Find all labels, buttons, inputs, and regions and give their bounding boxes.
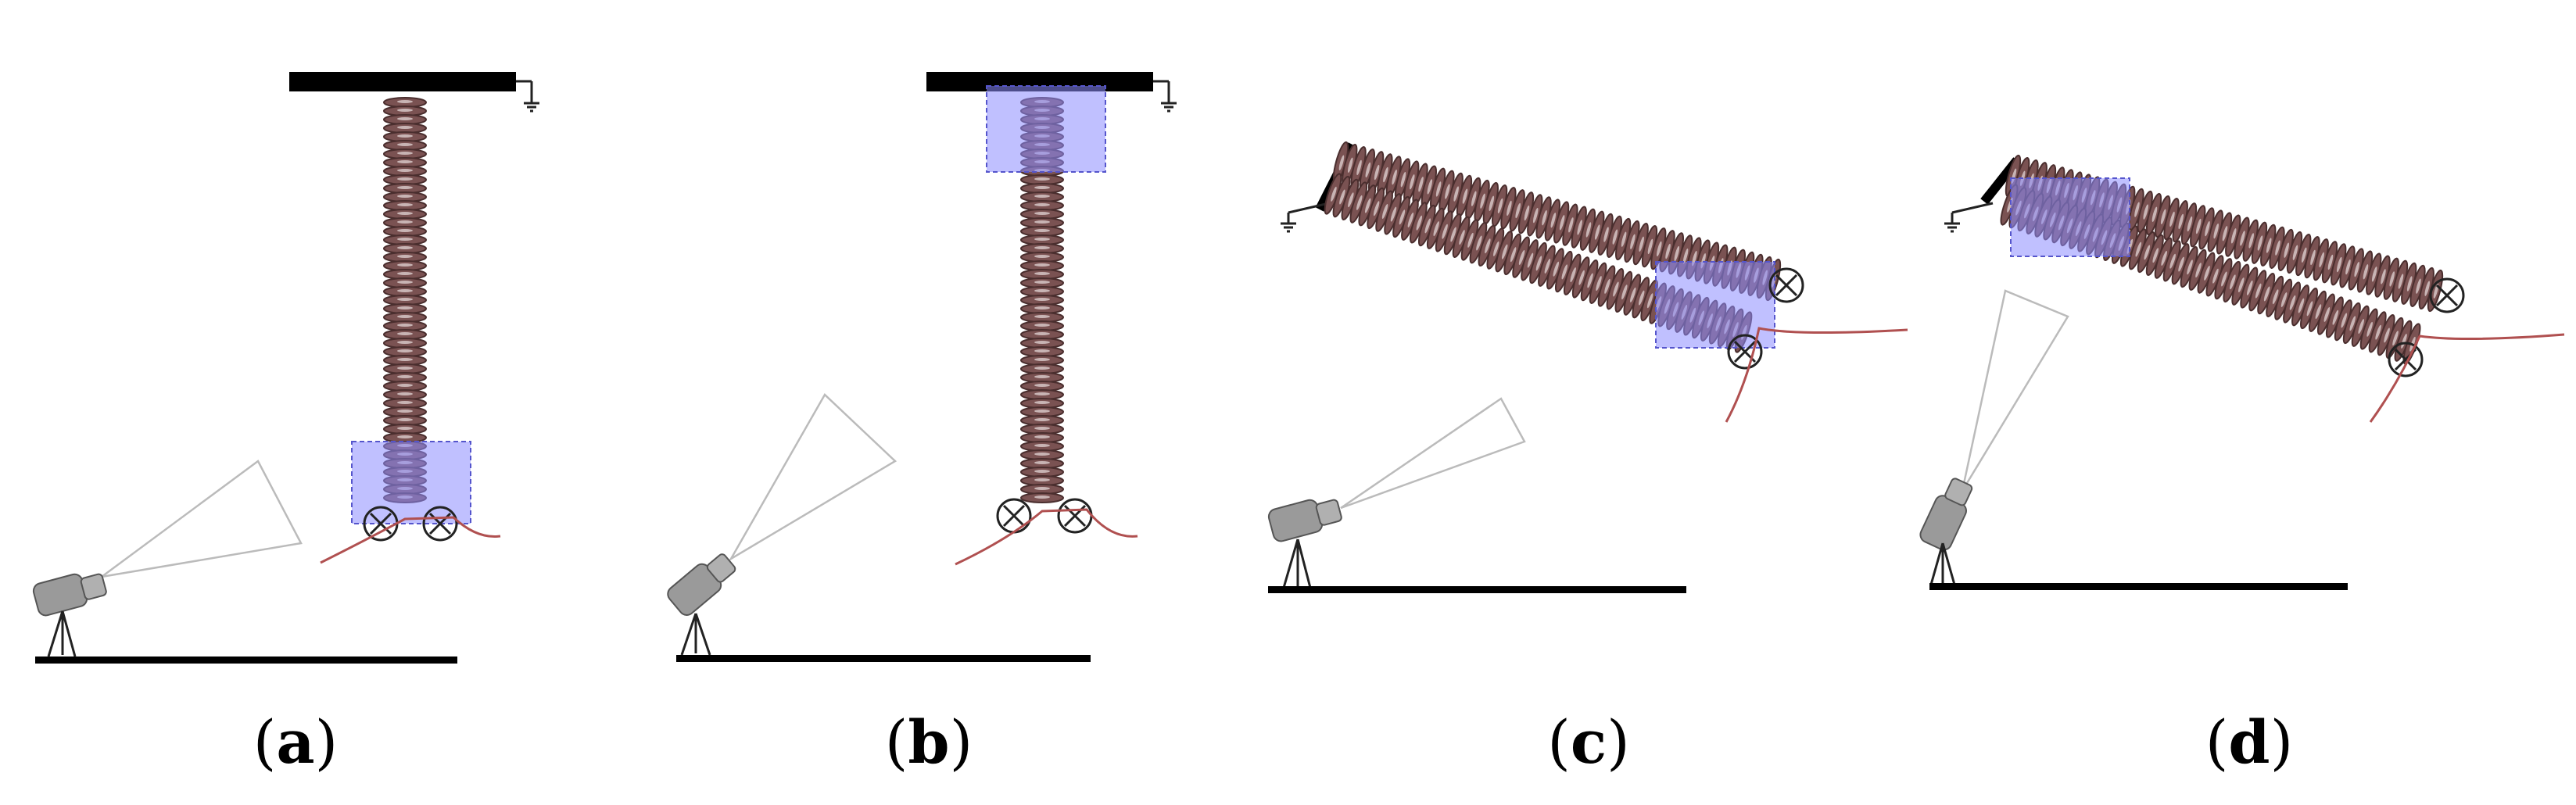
ground-symbol xyxy=(516,80,541,113)
label-open-paren: ( xyxy=(884,707,908,777)
label-letter: d xyxy=(2228,707,2270,777)
camera-tripod xyxy=(47,610,77,657)
label-close-paren: ) xyxy=(949,707,973,777)
label-open-paren: ( xyxy=(253,707,277,777)
camera-icon xyxy=(1919,478,1973,551)
panel-c xyxy=(1267,140,1908,593)
camera-icon xyxy=(667,553,736,616)
inspection-highlight-region xyxy=(986,85,1106,173)
label-close-paren: ) xyxy=(2270,707,2294,777)
label-open-paren: ( xyxy=(2205,707,2229,777)
ground-symbol xyxy=(1279,202,1330,233)
panel-label-a: (a) xyxy=(253,707,339,777)
camera-icon xyxy=(1267,499,1342,542)
insulator-string-upper xyxy=(1330,140,1784,302)
ground-bar xyxy=(676,655,1091,662)
conductor-cable xyxy=(320,516,501,564)
camera-tripod xyxy=(1929,542,1956,585)
ground-symbol xyxy=(1943,202,1994,233)
ground-bar xyxy=(1268,586,1686,593)
camera-field-of-view xyxy=(1961,289,2069,492)
camera-field-of-view xyxy=(1340,397,1526,510)
panel-b xyxy=(667,72,1178,662)
panel-a xyxy=(32,72,541,664)
panel-label-b: (b) xyxy=(885,707,973,777)
end-fitting-right xyxy=(1057,498,1093,534)
label-letter: b xyxy=(908,707,950,777)
ground-bar xyxy=(1929,583,2348,590)
camera-tripod xyxy=(1282,538,1312,589)
camera-field-of-view xyxy=(101,460,303,578)
camera-icon xyxy=(32,573,107,617)
conductor-cable xyxy=(955,508,1138,566)
panel-d xyxy=(1919,153,2565,590)
conductor-cable xyxy=(2369,333,2565,423)
conductor-cable xyxy=(1725,327,1908,423)
label-close-paren: ) xyxy=(1607,707,1630,777)
top-support-bar xyxy=(289,72,516,91)
inspection-highlight-region xyxy=(2010,177,2130,257)
insulator-disc xyxy=(1020,492,1064,503)
insulator-string xyxy=(383,97,427,503)
label-letter: c xyxy=(1570,707,1607,777)
panel-label-c: (c) xyxy=(1547,707,1630,777)
label-open-paren: ( xyxy=(1547,707,1571,777)
camera-tripod xyxy=(680,613,711,656)
camera-field-of-view xyxy=(728,393,897,562)
ground-symbol xyxy=(1153,80,1178,113)
end-fitting-left xyxy=(996,498,1032,534)
ground-bar xyxy=(35,657,457,664)
inspection-highlight-region xyxy=(1655,261,1775,349)
label-letter: a xyxy=(276,707,315,777)
panel-label-d: (d) xyxy=(2205,707,2293,777)
label-close-paren: ) xyxy=(314,707,339,777)
